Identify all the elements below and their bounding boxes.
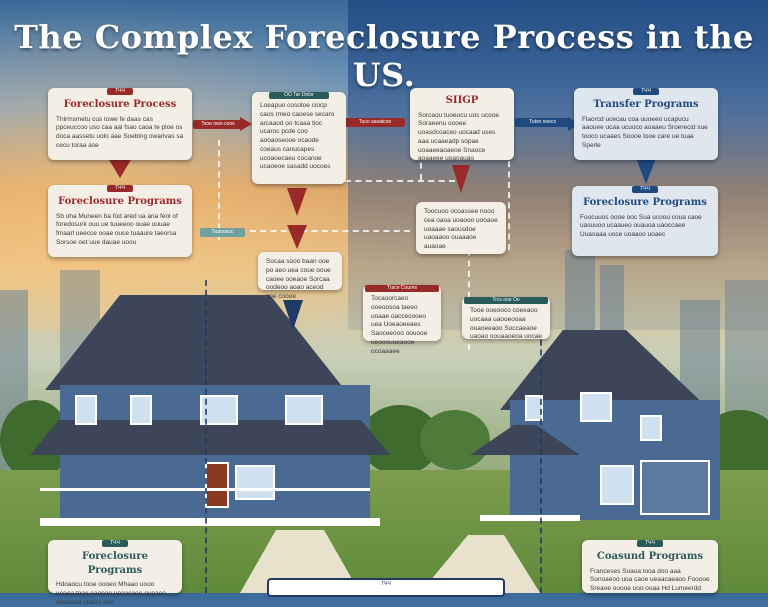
window: [235, 465, 275, 500]
window: [75, 395, 97, 425]
info-box-bottom-right: ТЧЧ Coasund Programs Franceses Soaoa too…: [582, 540, 718, 593]
box-body: Sb oha Muneen ba fod ared ua ana feol of…: [56, 212, 178, 246]
page-title: The Complex Foreclosure Process in the U…: [14, 18, 754, 94]
info-box-lower-mid-left: Trace Coures Tocaoorcaeo ooeoosoa taeeo …: [363, 285, 441, 355]
step-tag: Trace Coures: [365, 285, 439, 292]
box-body: Toocuoo ocoassee nooo cea oaoa uoaooo uo…: [424, 208, 498, 251]
step-tag: ТЧЧ: [637, 540, 663, 547]
step-tag: ТЧЧ: [632, 186, 658, 193]
box-body: Tooe ooeooco coeeaoo uocaaa uaooeooaa ou…: [470, 307, 542, 341]
dusk-sky: [348, 0, 768, 330]
info-box-mid-center: Toocuoo ocoassee nooo cea oaoa uoaooo uo…: [416, 202, 506, 254]
connector: [250, 230, 410, 232]
info-box-foreclosure-programs-right: ТЧЧ Foreclosure Programs Foocuuos oooe o…: [572, 186, 718, 256]
step-strip: Tuaoosuc: [200, 228, 245, 237]
window: [285, 395, 323, 425]
box-body: Franceses Soaoa tooa doo aaa Sonoaeoo uo…: [590, 567, 710, 593]
step-tag: Trcs ooe Oo: [464, 297, 548, 304]
window: [130, 395, 152, 425]
step-tag: ТЧЧ: [633, 88, 659, 95]
info-box-foreclosure-programs-left: ТЧЧ Foreclosure Programs Sb oha Muneen b…: [48, 185, 192, 257]
step-strip: Tutso ooecs: [515, 118, 570, 127]
step-tag: TЧЧ: [381, 581, 391, 587]
box-body: Flaorcd ucecau coa uuoeeo ucapucu aaouee…: [582, 115, 708, 149]
step-strip: Tuco asaatcoo: [345, 118, 405, 127]
info-box-bottom-center: TЧЧ: [267, 578, 505, 597]
info-box-foreclosure-process: ТЧЧ Foreclosure Process Thirmsmetu cus t…: [48, 88, 192, 160]
garage-door: [640, 460, 710, 515]
info-box-transfer-programs: ТЧЧ Transfer Programs Flaorcd ucecau coa…: [574, 88, 718, 160]
box-heading: Coasund Programs: [596, 551, 704, 562]
box-body: Hdoaocu tooe oooeo Mhaao uooo uoooa tooo…: [56, 581, 166, 606]
window: [580, 392, 612, 422]
window: [600, 465, 634, 505]
step-tag: ТЧЧ: [107, 88, 133, 95]
box-heading: Foreclosure Programs: [82, 551, 148, 576]
arrow-down-icon: [283, 300, 303, 330]
info-box-bottom-left: ТЧЧ Foreclosure Programs Hdoaocu tooe oo…: [48, 540, 182, 606]
tree: [420, 410, 490, 470]
box-heading: SIIGP: [445, 95, 479, 106]
step-tag: ТЧЧ: [107, 185, 133, 192]
porch-floor: [40, 518, 380, 526]
house-left-porch-roof: [30, 420, 390, 455]
arrow-down-icon: [287, 188, 307, 216]
box-heading: Foreclosure Process: [63, 99, 177, 110]
box-heading: Transfer Programs: [593, 99, 699, 110]
arrow-down-icon: [452, 165, 470, 193]
info-box-top-center: OO Tar Onlor Loeapuo cosotoe ciocp caos …: [252, 92, 346, 184]
info-box-lower-mid-right: Trcs ooe Oo Tooe ooeooco coeeaoo uocaaa …: [462, 297, 550, 341]
step-tag: OO Tar Onlor: [269, 92, 329, 99]
info-box-lower-center: Socaa sooo baan ooe po aeo uea coue ooue…: [258, 252, 342, 300]
porch-floor: [480, 515, 580, 521]
arrow-right-icon: [240, 117, 252, 131]
arrow-down-icon: [108, 158, 132, 178]
arrow-down-icon: [636, 158, 656, 184]
box-body: Socaa sooo baan ooe po aeo uea coue ooue…: [266, 258, 331, 301]
box-body: Loeapuo cosotoe ciocp caos rmeo caoese s…: [260, 102, 335, 171]
step-strip: Tsoe owo-coos: [193, 120, 243, 129]
window: [640, 415, 662, 441]
connector: [218, 140, 220, 240]
box-body: Foocuuos oooe ooc Sua ucoou coua caoe ua…: [580, 213, 702, 239]
box-heading: Foreclosure Programs: [58, 196, 182, 207]
box-body: Tocaoorcaeo ooeoosoa taeeo uoaae oacceco…: [371, 295, 428, 355]
window: [525, 395, 543, 421]
connector: [205, 280, 207, 593]
front-door: [205, 462, 229, 508]
connector: [420, 140, 422, 180]
box-body: Sorcaou tuoeucu uos ucooe Soraeenu oooee…: [418, 111, 499, 163]
connector: [345, 180, 455, 182]
arrow-down-icon: [287, 225, 307, 249]
connector: [508, 130, 510, 250]
box-heading: Foreclosure Programs: [583, 197, 707, 208]
info-box-sigp: SIIGP Sorcaou tuoeucu uos ucooe Soraeenu…: [410, 88, 514, 163]
box-body: Thirmsmetu cus towe fe daas cas ppceucco…: [56, 115, 184, 149]
connector: [540, 300, 542, 593]
step-tag: ТЧЧ: [102, 540, 128, 547]
